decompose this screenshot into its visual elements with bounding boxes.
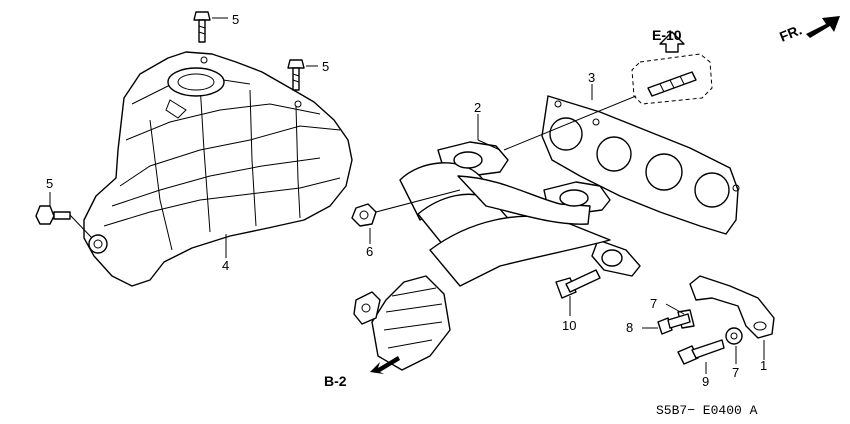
callout-2: 2 xyxy=(474,100,481,115)
bolt-part-10 xyxy=(555,269,601,299)
callout-8: 8 xyxy=(626,320,633,335)
diagram-code: S5B7− E0400 A xyxy=(656,403,758,418)
reference-arrow-b2 xyxy=(370,356,400,374)
callout-7-lower: 7 xyxy=(732,365,739,380)
bolt-part-5-top xyxy=(193,11,211,43)
exhaust-manifold-part-2 xyxy=(353,141,641,371)
callout-5-right: 5 xyxy=(322,59,329,74)
callout-7-upper: 7 xyxy=(650,296,657,311)
heat-shield-part-4 xyxy=(83,51,353,287)
reference-label-e10: E-10 xyxy=(652,27,682,43)
front-label: FR. xyxy=(777,21,804,44)
bolt-part-8 xyxy=(657,313,691,335)
washer-part-7-lower xyxy=(725,327,743,345)
callout-3: 3 xyxy=(588,70,595,85)
leader-lines xyxy=(49,17,765,374)
callout-10: 10 xyxy=(562,318,576,333)
bolt-part-5-left xyxy=(35,205,71,225)
callout-5-left: 5 xyxy=(46,176,53,191)
stud-reference-e10 xyxy=(631,31,713,105)
callout-9: 9 xyxy=(702,374,709,389)
callout-1: 1 xyxy=(760,358,767,373)
exhaust-manifold-gasket-part-3 xyxy=(541,95,740,235)
reference-label-b2: B-2 xyxy=(324,373,347,389)
bracket-part-1 xyxy=(689,275,775,339)
nut-part-6 xyxy=(351,203,377,227)
callout-4: 4 xyxy=(222,258,229,273)
bolt-part-5-right xyxy=(287,59,305,91)
bolt-part-9 xyxy=(677,339,725,365)
front-direction-arrow xyxy=(806,16,840,38)
callout-5-top: 5 xyxy=(232,12,239,27)
callout-6: 6 xyxy=(366,244,373,259)
